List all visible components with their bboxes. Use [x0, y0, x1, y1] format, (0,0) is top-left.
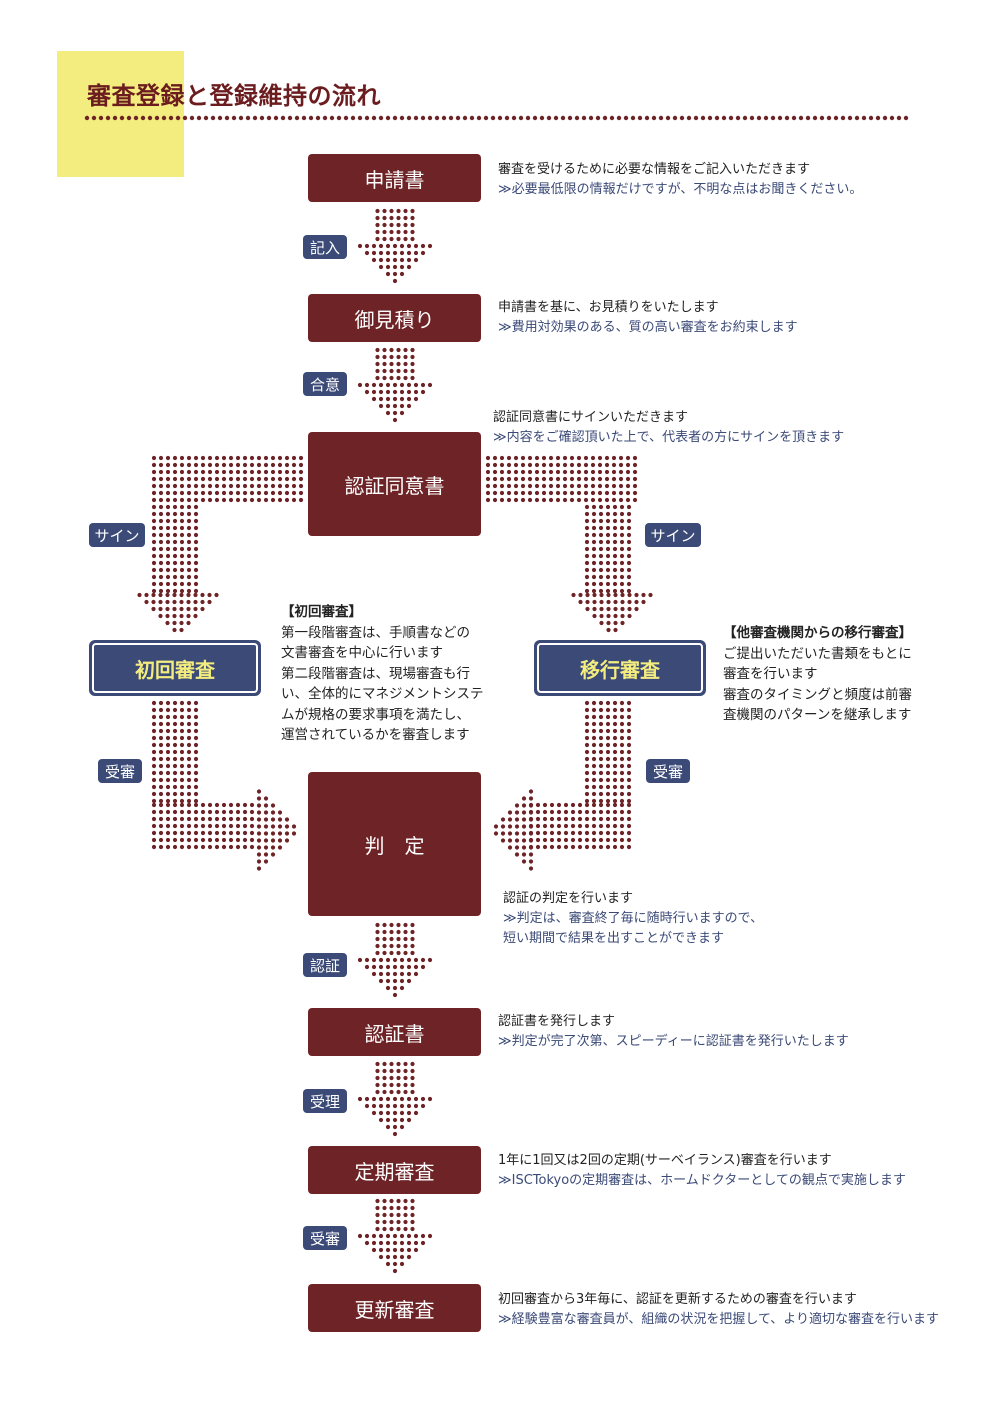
desc-certificate: 認証書を発行します ≫判定が完了次第、スピーディーに認証書を発行いたします	[498, 1012, 849, 1052]
note-line: 審査を行います	[723, 666, 818, 682]
note-line: い、全体的にマネジメントシステ	[281, 686, 484, 702]
transfer-audit-note: 【他審査機関からの移行審査】 ご提出いただいた書類をもとに 審査を行います 審査…	[723, 623, 912, 726]
step-transfer-audit-label: 移行審査	[537, 643, 703, 693]
tag-audit-right: 受審	[646, 759, 690, 783]
desc-judgement: 認証の判定を行います ≫判定は、審査終了毎に随時行いますので、 短い期間で結果を…	[503, 889, 763, 949]
desc-note: 短い期間で結果を出すことができます	[503, 931, 725, 946]
note-line: 審査のタイミングと頻度は前審	[723, 686, 912, 703]
desc-line: 認証同意書にサインいただきます	[493, 410, 689, 425]
desc-application: 審査を受けるために必要な情報をご記入いただきます ≫必要最低限の情報だけですが、…	[498, 160, 862, 200]
desc-line: 審査を受けるために必要な情報をご記入いただきます	[498, 162, 811, 177]
desc-note: ≫判定は、審査終了毎に随時行いますので、	[503, 911, 764, 926]
step-initial-audit: 初回審査	[89, 640, 261, 696]
desc-periodic: 1年に1回又は2回の定期(サーベイランス)審査を行います ≫ISCTokyoの定…	[498, 1151, 906, 1191]
desc-line: 1年に1回又は2回の定期(サーベイランス)審査を行います	[498, 1153, 832, 1168]
tag-agree: 合意	[303, 372, 347, 396]
desc-note: ≫判定が完了次第、スピーディーに認証書を発行いたします	[498, 1034, 849, 1049]
tag-fill: 記入	[303, 235, 347, 259]
note-line: 査機関のパターンを継承します	[723, 707, 912, 723]
desc-note: ≫経験豊富な審査員が、組織の状況を把握して、より適切な審査を行います	[498, 1312, 940, 1327]
step-renewal-audit: 更新審査	[308, 1284, 481, 1332]
note-line: 第一段階審査は、手順書などの	[281, 624, 470, 641]
step-initial-audit-label: 初回審査	[92, 643, 258, 693]
step-certificate: 認証書	[308, 1008, 481, 1056]
tag-accept: 受理	[303, 1089, 347, 1113]
note-line: 運営されているかを審査します	[281, 727, 470, 743]
step-application: 申請書	[308, 154, 481, 202]
step-periodic-audit: 定期審査	[308, 1146, 481, 1194]
note-line: 文書審査を中心に行います	[281, 645, 443, 661]
tag-sign-left: サイン	[89, 523, 145, 547]
desc-line: 認証の判定を行います	[503, 891, 634, 906]
initial-audit-note: 【初回審査】 第一段階審査は、手順書などの 文書審査を中心に行います 第二段階審…	[281, 602, 484, 746]
note-heading: 【他審査機関からの移行審査】	[723, 625, 912, 641]
step-judgement: 判 定	[308, 772, 481, 916]
desc-estimate: 申請書を基に、お見積りをいたします ≫費用対効果のある、質の高い審査をお約束しま…	[498, 298, 798, 338]
step-transfer-audit: 移行審査	[534, 640, 706, 696]
desc-line: 初回審査から3年毎に、認証を更新するための審査を行います	[498, 1292, 857, 1307]
desc-line: 申請書を基に、お見積りをいたします	[498, 300, 719, 315]
page-title: 審査登録と登録維持の流れ	[87, 82, 381, 110]
note-line: 第二段階審査は、現場審査も行	[281, 665, 470, 682]
tag-audit-bottom: 受審	[303, 1226, 347, 1250]
tag-sign-right: サイン	[645, 523, 701, 547]
desc-note: ≫費用対効果のある、質の高い審査をお約束します	[498, 320, 798, 335]
step-estimate: 御見積り	[308, 294, 481, 342]
desc-note: ≫内容をご確認頂いた上で、代表者の方にサインを頂きます	[493, 430, 845, 445]
tag-audit-left: 受審	[98, 759, 142, 783]
desc-renewal: 初回審査から3年毎に、認証を更新するための審査を行います ≫経験豊富な審査員が、…	[498, 1290, 939, 1330]
note-line: ムが規格の要求事項を満たし、	[281, 706, 470, 723]
desc-note: ≫必要最低限の情報だけですが、不明な点はお聞きください。	[498, 182, 863, 197]
desc-note: ≫ISCTokyoの定期審査は、ホームドクターとしての観点で実施します	[498, 1173, 906, 1188]
desc-line: 認証書を発行します	[498, 1014, 616, 1029]
note-heading: 【初回審査】	[281, 604, 362, 620]
step-consent: 認証同意書	[308, 432, 481, 536]
tag-certify: 認証	[303, 953, 347, 977]
title-accent-block	[57, 51, 184, 177]
desc-consent: 認証同意書にサインいただきます ≫内容をご確認頂いた上で、代表者の方にサインを頂…	[493, 408, 844, 448]
note-line: ご提出いただいた書類をもとに	[723, 645, 912, 662]
